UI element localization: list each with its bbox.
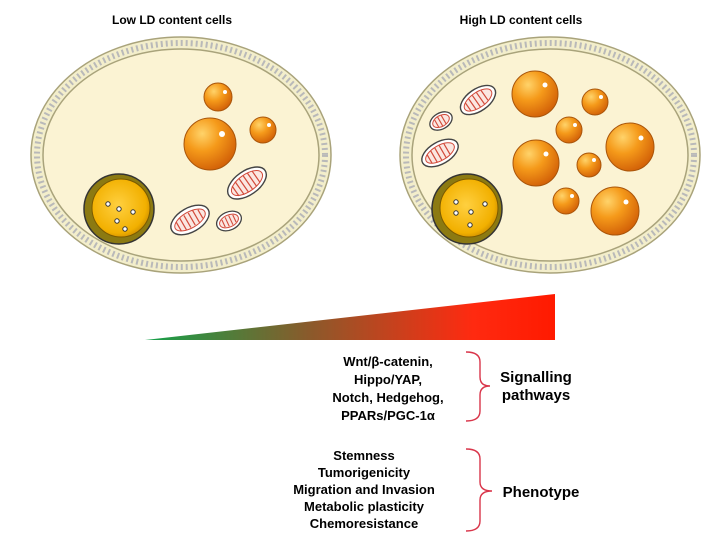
phenotype-list: Stemness Tumorigenicity Migration and In… [293, 448, 435, 531]
lipid-droplet [552, 187, 580, 215]
lipid-droplet [203, 82, 233, 112]
lipid-droplet [555, 116, 583, 144]
pathway-item: Hippo/YAP, [354, 372, 422, 387]
mitochondrion [421, 138, 459, 168]
phenotype-item: Tumorigenicity [318, 465, 411, 480]
nucleus [431, 173, 503, 245]
nucleus [83, 173, 155, 245]
pathway-item: Notch, Hedgehog, [332, 390, 443, 405]
mitochondrion [227, 166, 267, 200]
lipid-droplet [605, 122, 655, 172]
lipid-droplet [183, 117, 237, 171]
cell-membrane-beads [34, 40, 328, 270]
pathway-item: PPARs/PGC-1α [341, 408, 435, 423]
lipid-droplet [576, 152, 602, 178]
low-ld-cell [30, 36, 332, 274]
lipid-droplet [581, 88, 609, 116]
pathways-label: pathways [502, 387, 570, 404]
lipid-droplet [512, 139, 560, 187]
pathway-item: Wnt/β-catenin, [343, 354, 433, 369]
pathways-bracket [465, 351, 491, 422]
pathways-list: Wnt/β-catenin, Hippo/YAP, Notch, Hedgeho… [332, 354, 443, 423]
phenotype-item: Chemoresistance [310, 516, 418, 531]
high-ld-title: High LD content cells [460, 13, 583, 27]
mitochondrion [429, 111, 453, 131]
phenotype-bracket [465, 448, 493, 532]
pathways-label: Signalling [500, 369, 572, 386]
lipid-droplet [590, 186, 640, 236]
mitochondrion [170, 204, 210, 236]
lipid-droplet [249, 116, 277, 144]
high-ld-cell [399, 36, 701, 274]
mitochondrion [459, 84, 497, 116]
mitochondrion [215, 210, 243, 232]
phenotype-item: Metabolic plasticity [304, 499, 425, 514]
lipid-droplet [511, 70, 559, 118]
low-ld-title: Low LD content cells [112, 13, 232, 27]
phenotype-label: Phenotype [503, 484, 580, 501]
ld-gradient-wedge [145, 294, 555, 340]
phenotype-item: Migration and Invasion [293, 482, 435, 497]
cell-membrane-beads [403, 40, 697, 270]
phenotype-item: Stemness [333, 448, 394, 463]
